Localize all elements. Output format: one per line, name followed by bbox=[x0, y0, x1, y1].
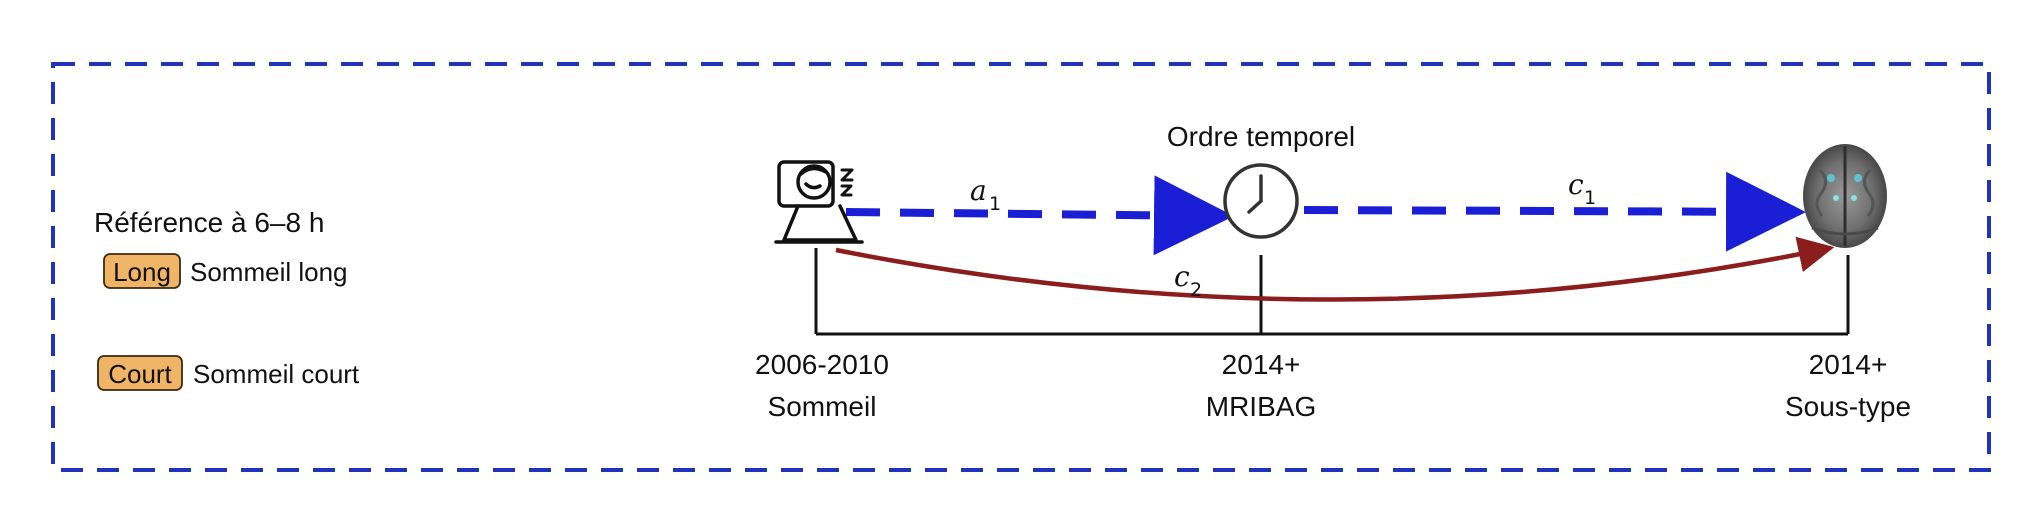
label-a1: a 1 bbox=[970, 174, 1001, 215]
timeline-year-mribag: 2014+ bbox=[1222, 349, 1301, 380]
label-c2: c 2 bbox=[1174, 260, 1202, 301]
label-a1-letter: a bbox=[970, 174, 987, 207]
mediation-arrow-a1 bbox=[845, 175, 1234, 256]
clock-icon bbox=[1223, 163, 1299, 239]
label-c1-sub: 1 bbox=[1584, 187, 1596, 209]
label-c2-letter: c bbox=[1174, 260, 1190, 293]
legend-long-label: Sommeil long bbox=[190, 257, 348, 287]
sleeping-person-icon bbox=[774, 160, 864, 244]
timeline-year-soustype: 2014+ bbox=[1809, 349, 1888, 380]
badge-long bbox=[103, 253, 181, 289]
legend: Référence à 6–8 h Long Sommeil long Cour… bbox=[94, 207, 360, 391]
mediation-arrow-c1 bbox=[1303, 171, 1806, 252]
dashed-frame bbox=[51, 62, 1991, 472]
timeline-name-mribag: MRIBAG bbox=[1206, 391, 1316, 422]
legend-court-label: Sommeil court bbox=[193, 359, 360, 389]
badge-court-text: Court bbox=[108, 359, 172, 389]
badge-long-text: Long bbox=[113, 257, 171, 287]
temporal-order-label: Ordre temporel bbox=[1167, 121, 1355, 152]
badge-court bbox=[97, 355, 183, 391]
label-c2-sub: 2 bbox=[1190, 279, 1202, 301]
brain-mri-icon bbox=[1803, 144, 1887, 248]
timeline-name-sommeil: Sommeil bbox=[768, 391, 877, 422]
direct-effect-arrow bbox=[835, 236, 1835, 302]
timeline bbox=[814, 248, 1850, 336]
timeline-name-soustype: Sous-type bbox=[1785, 391, 1911, 422]
legend-reference: Référence à 6–8 h bbox=[94, 207, 324, 238]
label-a1-sub: 1 bbox=[989, 193, 1001, 215]
label-c1: c 1 bbox=[1568, 168, 1596, 209]
label-c1-letter: c bbox=[1568, 168, 1584, 201]
timeline-year-sommeil: 2006-2010 bbox=[755, 349, 889, 380]
